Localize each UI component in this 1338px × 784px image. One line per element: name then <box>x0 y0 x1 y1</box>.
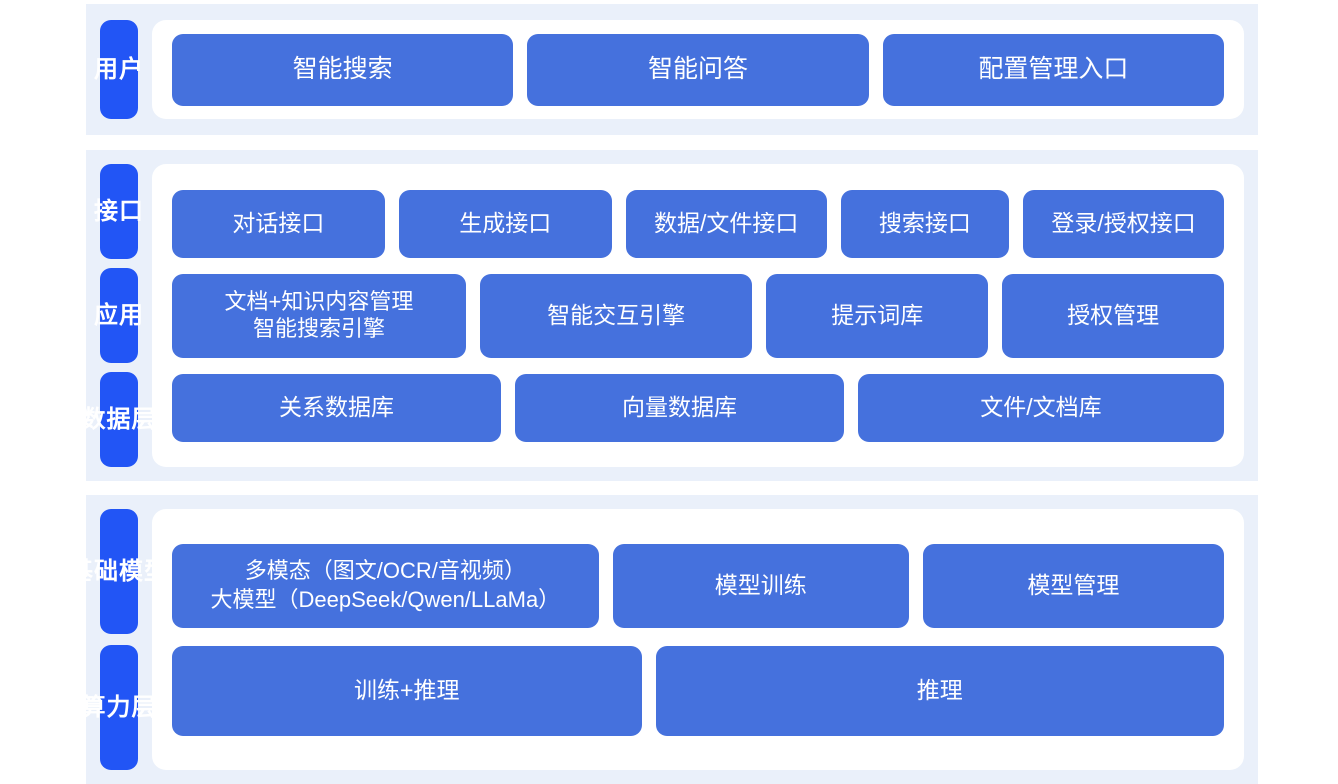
layer-tab-foundation-model-char-1: 础 <box>94 557 119 585</box>
row-foundation-model: 多模态（图文/OCR/音视频） 大模型（DeepSeek/Qwen/LLaMa）… <box>172 543 1224 628</box>
node-prompt-library[interactable]: 提示词库 <box>766 273 989 358</box>
layer-tab-user-char-1: 户 <box>119 55 144 83</box>
layer-tab-interface-char-0: 接 <box>94 197 119 225</box>
node-login-auth-api[interactable]: 登录/授权接口 <box>1023 189 1224 258</box>
node-vector-database[interactable]: 向量数据库 <box>514 373 844 442</box>
layer-tab-data[interactable]: 数 据 层 <box>82 372 156 467</box>
row-data-layer: 关系数据库 向量数据库 文件/文档库 <box>172 373 1224 442</box>
layer-tab-data-char-2: 层 <box>131 405 157 433</box>
node-model-training[interactable]: 模型训练 <box>612 543 909 628</box>
node-multimodal-large-model[interactable]: 多模态（图文/OCR/音视频） 大模型（DeepSeek/Qwen/LLaMa） <box>172 543 599 628</box>
layer-tab-data-char-0: 数 <box>81 405 107 433</box>
card-user: 智能搜索 智能问答 配置管理入口 <box>152 20 1244 119</box>
layer-tab-application-char-0: 应 <box>94 301 119 329</box>
layer-tab-foundation-model-char-2: 模 <box>119 557 144 585</box>
section-foundation: 基 础 模 型 算 力 层 多模态（图文/OCR/音视频） 大模型（DeepSe… <box>69 495 1258 784</box>
node-training-inference[interactable]: 训练+推理 <box>172 645 642 736</box>
layer-tab-interface[interactable]: 接 口 <box>94 164 143 259</box>
row-application: 文档+知识内容管理 智能搜索引擎 智能交互引擎 提示词库 授权管理 <box>172 273 1224 358</box>
layer-tab-compute-char-0: 算 <box>81 693 107 721</box>
layer-tab-compute-char-2: 层 <box>131 693 157 721</box>
node-smart-search[interactable]: 智能搜索 <box>172 33 514 106</box>
node-dialog-api[interactable]: 对话接口 <box>172 189 385 258</box>
row-interface: 对话接口 生成接口 数据/文件接口 搜索接口 登录/授权接口 <box>172 189 1224 258</box>
node-generation-api[interactable]: 生成接口 <box>398 189 612 258</box>
layer-tab-foundation-model[interactable]: 基 础 模 型 <box>69 509 168 634</box>
node-data-file-api[interactable]: 数据/文件接口 <box>625 189 827 258</box>
tab-column-platform: 接 口 应 用 数 据 层 <box>82 150 156 481</box>
layer-tab-compute-char-1: 力 <box>106 693 132 721</box>
layer-tab-interface-char-1: 口 <box>119 197 144 225</box>
node-config-entry[interactable]: 配置管理入口 <box>882 33 1224 106</box>
tab-column-user: 用 户 <box>86 4 152 135</box>
node-interaction-engine[interactable]: 智能交互引擎 <box>479 273 753 358</box>
card-foundation: 多模态（图文/OCR/音视频） 大模型（DeepSeek/Qwen/LLaMa）… <box>152 509 1244 770</box>
node-doc-knowledge-management[interactable]: 文档+知识内容管理 智能搜索引擎 <box>172 273 466 358</box>
layer-tab-user-char-0: 用 <box>94 55 119 83</box>
layer-tab-application[interactable]: 应 用 <box>94 268 143 363</box>
card-platform: 对话接口 生成接口 数据/文件接口 搜索接口 登录/授权接口 文档+知识内容管理… <box>152 164 1244 467</box>
layer-tab-data-char-1: 据 <box>106 405 132 433</box>
node-file-document-store[interactable]: 文件/文档库 <box>857 373 1224 442</box>
layer-tab-user[interactable]: 用 户 <box>94 20 143 119</box>
layer-tab-compute[interactable]: 算 力 层 <box>82 645 156 770</box>
row-compute-layer: 训练+推理 推理 <box>172 645 1224 736</box>
node-search-api[interactable]: 搜索接口 <box>840 189 1010 258</box>
node-authorization-management[interactable]: 授权管理 <box>1002 273 1224 358</box>
node-smart-qa[interactable]: 智能问答 <box>527 33 869 106</box>
node-relational-database[interactable]: 关系数据库 <box>172 373 501 442</box>
layer-tab-foundation-model-char-0: 基 <box>69 557 94 585</box>
row-user: 智能搜索 智能问答 配置管理入口 <box>172 33 1224 106</box>
section-platform: 接 口 应 用 数 据 层 对话接口 生成接口 数据/文件接口 搜索接口 登录/… <box>82 150 1258 481</box>
layer-tab-application-char-1: 用 <box>119 301 144 329</box>
section-user: 用 户 智能搜索 智能问答 配置管理入口 <box>86 4 1258 135</box>
node-model-management[interactable]: 模型管理 <box>922 543 1224 628</box>
node-inference[interactable]: 推理 <box>655 645 1224 736</box>
tab-column-foundation: 基 础 模 型 算 力 层 <box>69 495 168 784</box>
